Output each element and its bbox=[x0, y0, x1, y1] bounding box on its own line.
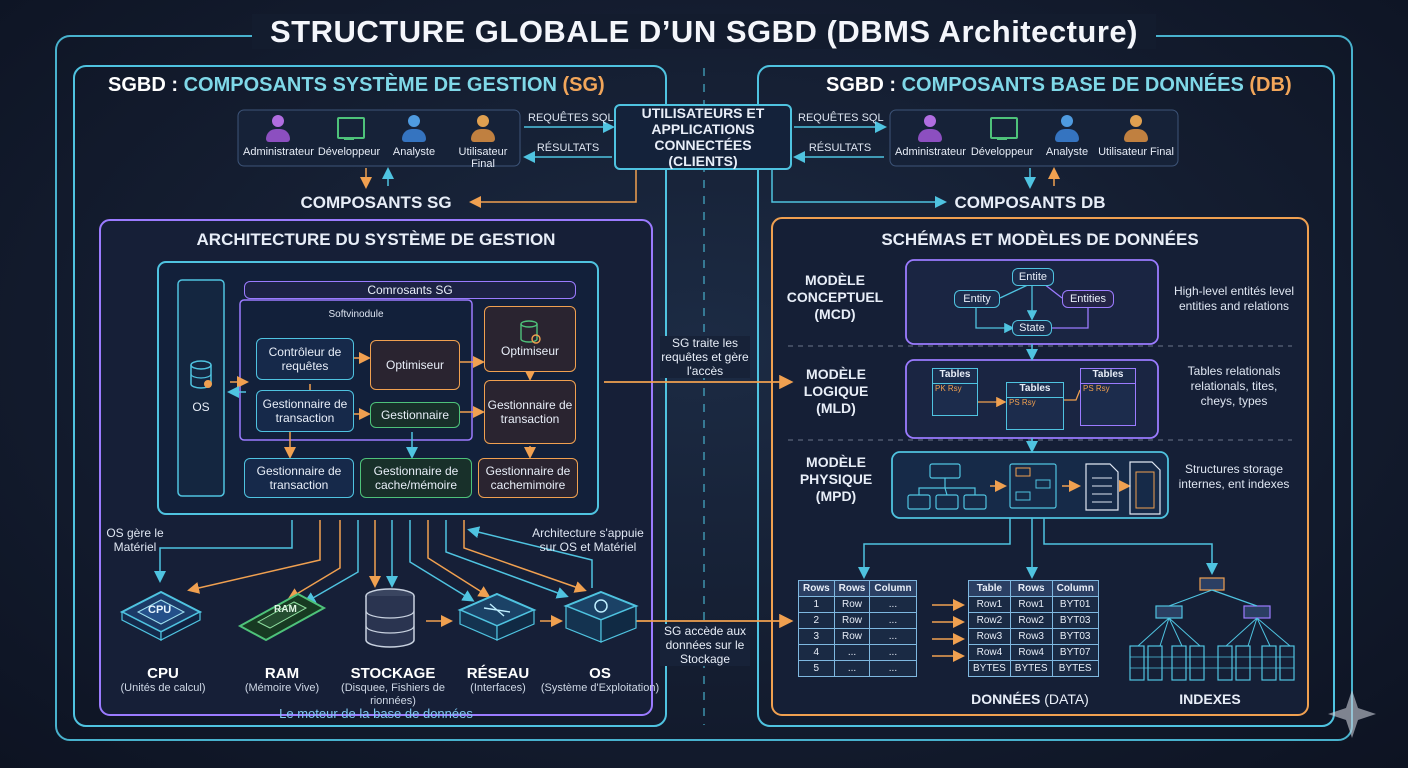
donnees-label: DONNÉES (DATA) bbox=[971, 691, 1089, 707]
gest-transaction-right-box: Gestionnaire de transaction bbox=[484, 380, 576, 444]
developer-icon bbox=[336, 115, 365, 143]
os-box-label: OS bbox=[192, 400, 210, 414]
right-resultats-label: RÉSULTATS bbox=[808, 142, 872, 154]
mpd-description: Structures storage internes, ent indexes bbox=[1178, 462, 1290, 491]
comp-sg-header: Comrosants SG bbox=[244, 281, 576, 299]
mld-table-3: Tables PS Rsy bbox=[1080, 368, 1136, 426]
left-resultats-label: RÉSULTATS bbox=[536, 142, 600, 154]
mld-table-2: Tables PS Rsy bbox=[1006, 382, 1064, 430]
bottom-gest-cachemimoire: Gestionnaire de cachemimoire bbox=[478, 458, 578, 498]
optimiseur-right-box: Optimiseur bbox=[484, 306, 576, 372]
left-panel-heading: SGBD : COMPOSANTS SYSTÈME DE GESTION (SG… bbox=[108, 74, 605, 96]
mpd-label: MODÈLE PHYSIQUE (MPD) bbox=[799, 454, 873, 504]
sg-accede-label: SG accède aux données sur le Stockage bbox=[660, 624, 750, 666]
controleur-box: Contrôleur de requêtes bbox=[256, 338, 354, 380]
hw-stockage: STOCKAGE(Disquee, Fishiers de rionnées) bbox=[341, 665, 445, 707]
cpu-icon: CPU bbox=[118, 588, 204, 646]
hw-reseau: RÉSEAU(Interfaces) bbox=[466, 665, 530, 694]
composants-db-title: COMPOSANTS DB bbox=[954, 193, 1106, 212]
gestionnaire-box: Gestionnaire bbox=[370, 402, 460, 428]
left-requetes-label: REQUÊTES SQL bbox=[528, 112, 614, 124]
hw-cpu: CPU(Unités de calcul) bbox=[120, 665, 206, 694]
right-requetes-label: REQUÊTES SQL bbox=[798, 112, 884, 124]
database-icon bbox=[188, 360, 214, 390]
mld-table-1: Tables PK Rsy bbox=[932, 368, 978, 416]
optimiseur-mid-box: Optimiseur bbox=[370, 340, 460, 390]
analyst-icon bbox=[401, 115, 427, 143]
right-user-administrateur: Administrateur bbox=[895, 115, 966, 158]
end-user-icon bbox=[1123, 115, 1149, 143]
ram-chip-label: RAM bbox=[274, 604, 297, 615]
moteur-label: Le moteur de la base de données bbox=[279, 706, 473, 721]
mld-description: Tables relationals relationals, tites, c… bbox=[1187, 364, 1281, 408]
arch-title: ARCHITECTURE DU SYSTÈME DE GESTION bbox=[196, 230, 556, 249]
user-final: Utilisateur Final bbox=[446, 115, 520, 170]
os-hardware-icon bbox=[560, 588, 642, 648]
ram-icon: RAM bbox=[234, 588, 328, 644]
right-panel-heading: SGBD : COMPOSANTS BASE DE DONNÉES (DB) bbox=[826, 74, 1292, 96]
arch-appuie-label: Architecture s'appuie sur OS et Matériel bbox=[532, 526, 644, 554]
clients-label: UTILISATEURS ET APPLICATIONS CONNECTÉES … bbox=[641, 105, 765, 169]
user-analyste: Analyste bbox=[379, 115, 449, 158]
user-administrateur: Administrateur bbox=[243, 115, 314, 158]
gest-transaction-left-box: Gestionnaire de transaction bbox=[256, 390, 354, 432]
sg-traite-label: SG traite les requêtes et gère l'accès bbox=[660, 336, 750, 378]
clients-box: UTILISATEURS ET APPLICATIONS CONNECTÉES … bbox=[614, 104, 792, 170]
mcd-description: High-level entités level entities and re… bbox=[1173, 284, 1295, 313]
hw-ram: RAM(Mémoire Vive) bbox=[244, 665, 320, 694]
admin-icon bbox=[265, 115, 291, 143]
right-user-analyste: Analyste bbox=[1032, 115, 1102, 158]
user-developpeur: Développeur bbox=[314, 115, 384, 158]
composants-sg-title: COMPOSANTS SG bbox=[300, 193, 452, 212]
bottom-gest-cache: Gestionnaire de cache/mémoire bbox=[360, 458, 472, 498]
storage-icon bbox=[360, 588, 420, 650]
right-user-developpeur: Développeur bbox=[967, 115, 1037, 158]
admin-icon bbox=[917, 115, 943, 143]
entity-entity: Entity bbox=[954, 290, 1000, 308]
analyst-icon bbox=[1054, 115, 1080, 143]
schemas-title: SCHÉMAS ET MODÈLES DE DONNÉES bbox=[881, 230, 1199, 249]
right-user-final: Utilisateur Final bbox=[1098, 115, 1174, 158]
bottom-gest-transaction: Gestionnaire de transaction bbox=[244, 458, 354, 498]
os-gere-label: OS gère le Matériel bbox=[106, 526, 164, 554]
softv-label: Softvinodule bbox=[328, 308, 384, 320]
indexes-label: INDEXES bbox=[1179, 691, 1241, 707]
page-title: STRUCTURE GLOBALE D’UN SGBD (DBMS Archit… bbox=[0, 14, 1408, 50]
cpu-chip-label: CPU bbox=[148, 604, 172, 616]
database-gear-icon bbox=[520, 320, 541, 344]
entity-state: State bbox=[1012, 320, 1052, 336]
end-user-icon bbox=[470, 115, 496, 143]
hw-os: OS(Système d'Exploitation) bbox=[540, 665, 660, 694]
mcd-label: MODÈLE CONCEPTUEL (MCD) bbox=[786, 272, 884, 322]
network-icon bbox=[456, 590, 538, 646]
entity-entities: Entities bbox=[1062, 290, 1114, 308]
entity-entite: Entite bbox=[1012, 268, 1054, 286]
mld-label: MODÈLE LOGIQUE (MLD) bbox=[803, 366, 869, 416]
developer-icon bbox=[989, 115, 1018, 143]
